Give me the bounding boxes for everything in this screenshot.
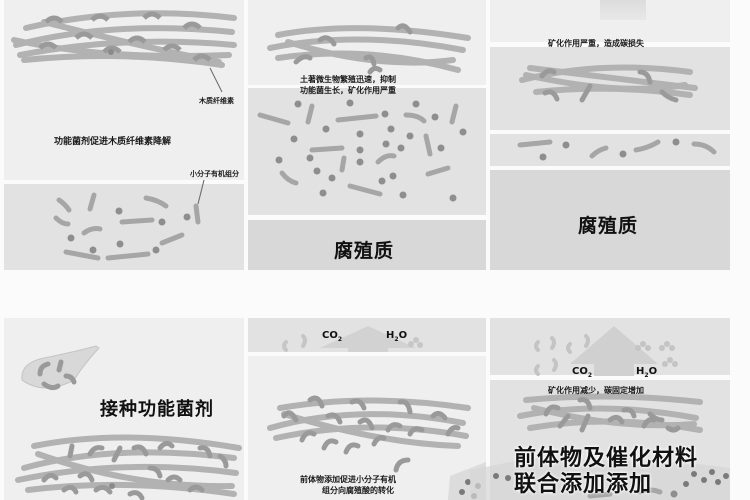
panel-top-middle: 土著微生物繁殖迅速，抑制 功能菌生长，矿化作用严重 腐殖质	[248, 0, 486, 270]
fiber-mineralization-illustration	[257, 23, 471, 202]
lignocellulose-label: 木质纤维素	[199, 97, 234, 105]
panel-bottom-middle: CO2 H2O 前体物添加促进小分子有机 组分向腐殖酸的转化	[248, 318, 486, 500]
h2o-h-text: H	[636, 366, 645, 377]
bottom-right-caption: 矿化作用减少，碳固定增加	[548, 386, 644, 395]
mineralization-region	[248, 88, 486, 215]
panel-top-right: 矿化作用严重，造成碳损失 腐殖质	[490, 0, 730, 270]
h2o-subscript: 2	[644, 372, 649, 379]
humus-label: 腐殖质	[578, 215, 639, 237]
humus-box	[490, 170, 730, 270]
lignocellulose-fibers-illustration	[11, 10, 237, 261]
panel-top-left: 木质纤维素 功能菌剂促进木质纤维素降解 小分子有机组分	[4, 0, 244, 270]
inoculation-title: 接种功能菌剂	[100, 399, 214, 420]
h2o-o-text: O	[648, 366, 658, 377]
panel-bottom-right: CO2 H2O 矿化作用减少，碳固定增加 前体物及催化材料 联合添加添加	[470, 318, 730, 500]
combined-addition-title-line2: 联合添加添加	[514, 472, 653, 497]
h2o-label: H2O	[636, 366, 657, 379]
h2o-o-text: O	[398, 330, 408, 341]
bottom-middle-caption-line2: 组分向腐殖酸的转化	[322, 486, 394, 495]
co2-text: CO	[572, 366, 588, 377]
small-molecule-label: 小分子有机组分	[190, 170, 239, 178]
reduced-fiber-illustration	[517, 64, 717, 161]
humus-box	[248, 220, 486, 270]
humus-label: 腐殖质	[334, 240, 395, 262]
h2o-h-text: H	[386, 330, 395, 341]
combined-addition-illustration	[470, 326, 730, 500]
top-middle-caption-line1: 土著微生物繁殖迅速，抑制	[300, 75, 396, 84]
bottom-middle-caption-line1: 前体物添加促进小分子有机	[300, 475, 396, 484]
h2o-label: H2O	[386, 330, 407, 343]
gas-arrow-stem	[600, 0, 646, 20]
precursor-illustration	[267, 326, 486, 500]
top-middle-caption-line2: 功能菌生长，矿化作用严重	[300, 86, 396, 95]
co2-subscript: 2	[337, 336, 343, 343]
small-molecule-strip	[490, 134, 730, 166]
co2-label: CO2	[572, 366, 592, 379]
co2-subscript: 2	[587, 372, 593, 379]
co2-text: CO	[322, 330, 338, 341]
panel-bottom-left: 接种功能菌剂	[4, 318, 244, 500]
combined-addition-title-line1: 前体物及催化材料	[514, 446, 699, 471]
top-right-caption: 矿化作用严重，造成碳损失	[548, 39, 644, 48]
top-left-caption: 功能菌剂促进木质纤维素降解	[54, 137, 172, 147]
inoculation-illustration	[15, 345, 242, 500]
h2o-subscript: 2	[394, 336, 399, 343]
co2-label: CO2	[322, 330, 342, 343]
